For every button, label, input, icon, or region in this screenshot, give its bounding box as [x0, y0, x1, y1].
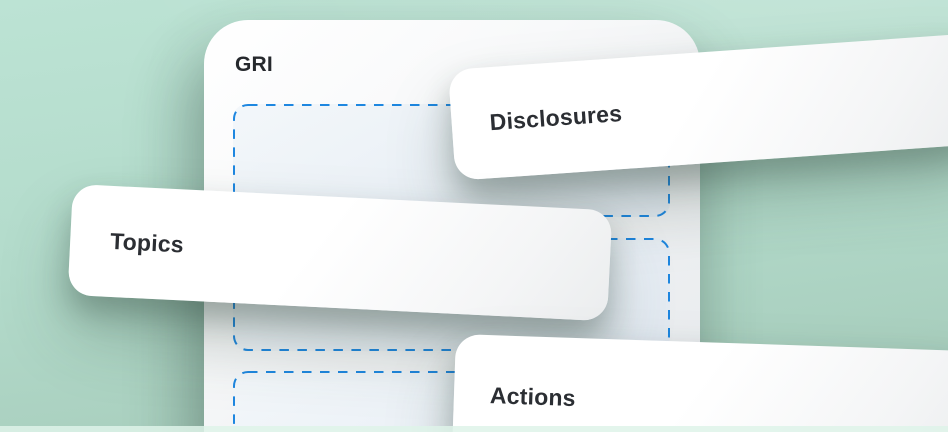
- chip-actions[interactable]: Actions: [452, 334, 948, 432]
- chip-topics-label: Topics: [109, 227, 185, 258]
- gri-panel-title: GRI: [235, 53, 273, 76]
- chip-disclosures-label: Disclosures: [488, 99, 623, 136]
- chip-actions-label: Actions: [489, 381, 577, 411]
